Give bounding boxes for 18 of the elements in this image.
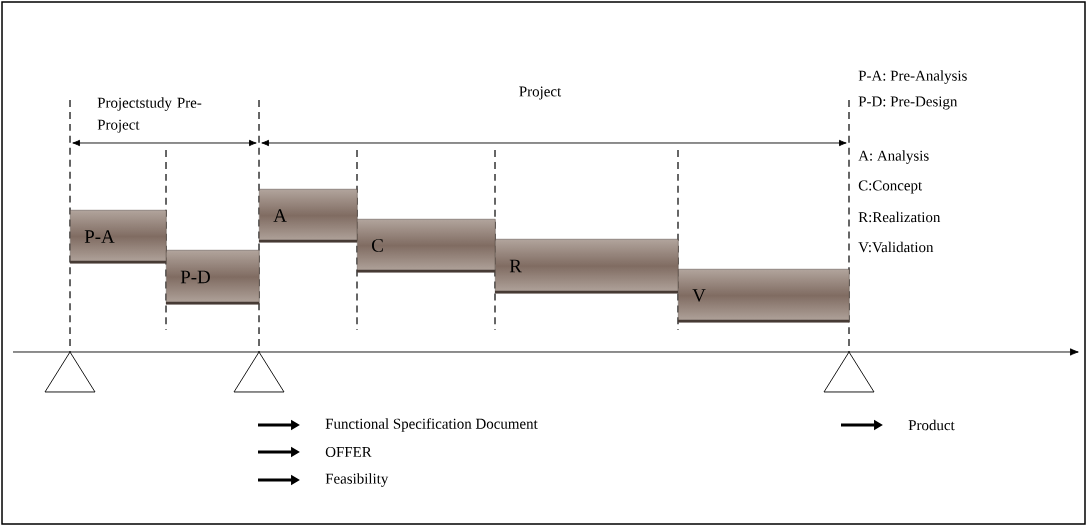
abbreviation-text: P-A: Pre-Analysis — [858, 70, 967, 84]
deliverable-text: Functional Specification Document — [325, 418, 538, 432]
phase-heading: Project — [519, 86, 562, 100]
phase-bar: P-A — [70, 210, 167, 264]
phase-bar: R — [495, 239, 679, 294]
abbreviation-text: C:Concept — [858, 180, 923, 194]
phase-bar: V — [678, 269, 850, 323]
deliverable-text: Feasibility — [325, 473, 389, 487]
abbreviation-text: R:Realization — [858, 211, 941, 223]
deliverable-text: OFFER — [325, 446, 372, 457]
phase-bar: A — [259, 189, 358, 243]
abbreviation-text: P-D: Pre-Design — [858, 96, 958, 110]
abbreviation-text: A: Analysis — [858, 150, 929, 164]
deliverable-text: Product — [908, 419, 955, 431]
phase-bar: P-D — [166, 250, 260, 305]
phase-heading: Projectstudy Pre-Project — [97, 97, 202, 133]
abbreviation-text: V:Validation — [858, 241, 934, 253]
phase-bar: C — [357, 219, 496, 273]
